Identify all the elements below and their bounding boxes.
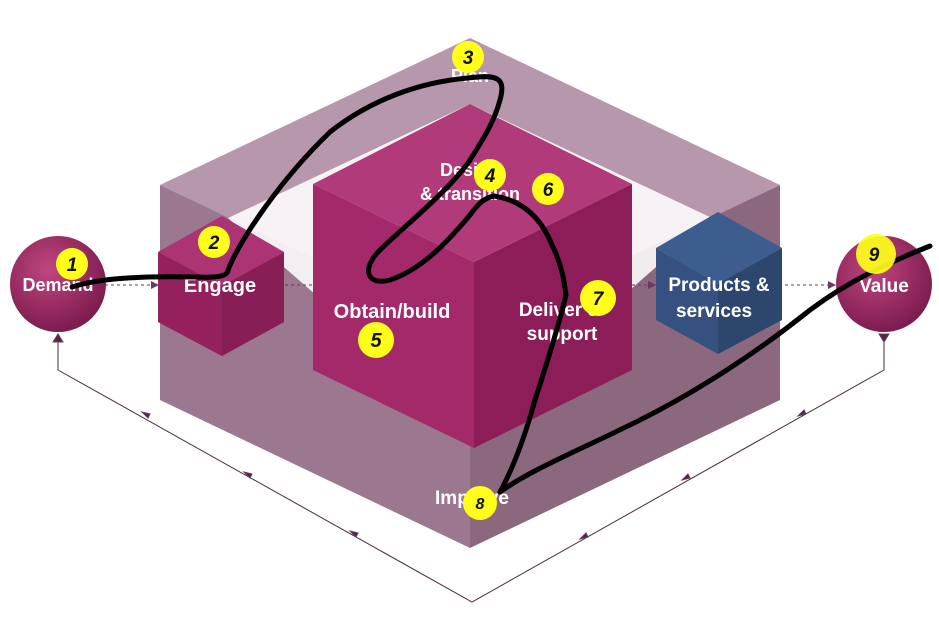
engage-side xyxy=(222,252,284,356)
hand-drawn-path xyxy=(69,74,933,495)
engage-overlay xyxy=(158,216,284,356)
marker-9: 9 xyxy=(856,234,896,274)
step-markers: 1 2 3 4 5 6 7 8 xyxy=(56,41,896,520)
marker-3: 3 xyxy=(452,41,484,73)
marker-4-number: 4 xyxy=(484,166,496,187)
marker-3-number: 3 xyxy=(463,48,474,69)
products-front xyxy=(656,248,718,354)
central-left xyxy=(313,184,474,448)
feedback-arrow-5 xyxy=(242,471,253,479)
label-deliver-line2: support xyxy=(527,324,598,345)
marker-5: 5 xyxy=(358,322,394,358)
marker-5-number: 5 xyxy=(370,330,382,352)
marker-6-number: 6 xyxy=(543,180,554,201)
marker-8-number: 8 xyxy=(476,496,485,513)
feedback-arrow-2 xyxy=(680,473,691,481)
feedback-arrow-6 xyxy=(140,411,151,419)
products-cube xyxy=(656,212,782,354)
marker-9-number: 9 xyxy=(869,245,880,266)
central-right xyxy=(474,184,632,448)
marker-1: 1 xyxy=(56,248,88,280)
label-obtain-build: Obtain/build xyxy=(334,301,451,323)
marker-2-number: 2 xyxy=(208,233,220,254)
feedback-arrow-3 xyxy=(578,532,589,540)
marker-4: 4 xyxy=(474,159,506,191)
feedback-loop xyxy=(57,335,885,603)
marker-6: 6 xyxy=(532,173,564,205)
label-engage: Engage xyxy=(184,275,256,297)
label-products-line2: services xyxy=(676,301,752,322)
central-cube xyxy=(313,104,632,448)
central-top xyxy=(313,104,632,262)
products-top xyxy=(656,212,782,284)
label-demand: Demand xyxy=(22,275,93,295)
marker-2: 2 xyxy=(198,226,230,258)
label-value: Value xyxy=(859,276,909,297)
marker-1-number: 1 xyxy=(67,255,78,276)
feedback-arrow-1 xyxy=(796,409,807,417)
marker-7-number: 7 xyxy=(593,289,605,310)
flow-lines xyxy=(52,281,890,603)
feedback-arrow-up-left xyxy=(52,333,64,343)
marker-8: 8 xyxy=(463,486,497,520)
products-side xyxy=(718,248,782,354)
feedback-arrow-4 xyxy=(348,530,359,538)
label-products-line1: Products & xyxy=(668,275,770,296)
feedback-arrow-down-right xyxy=(878,333,890,343)
marker-7: 7 xyxy=(580,280,616,316)
